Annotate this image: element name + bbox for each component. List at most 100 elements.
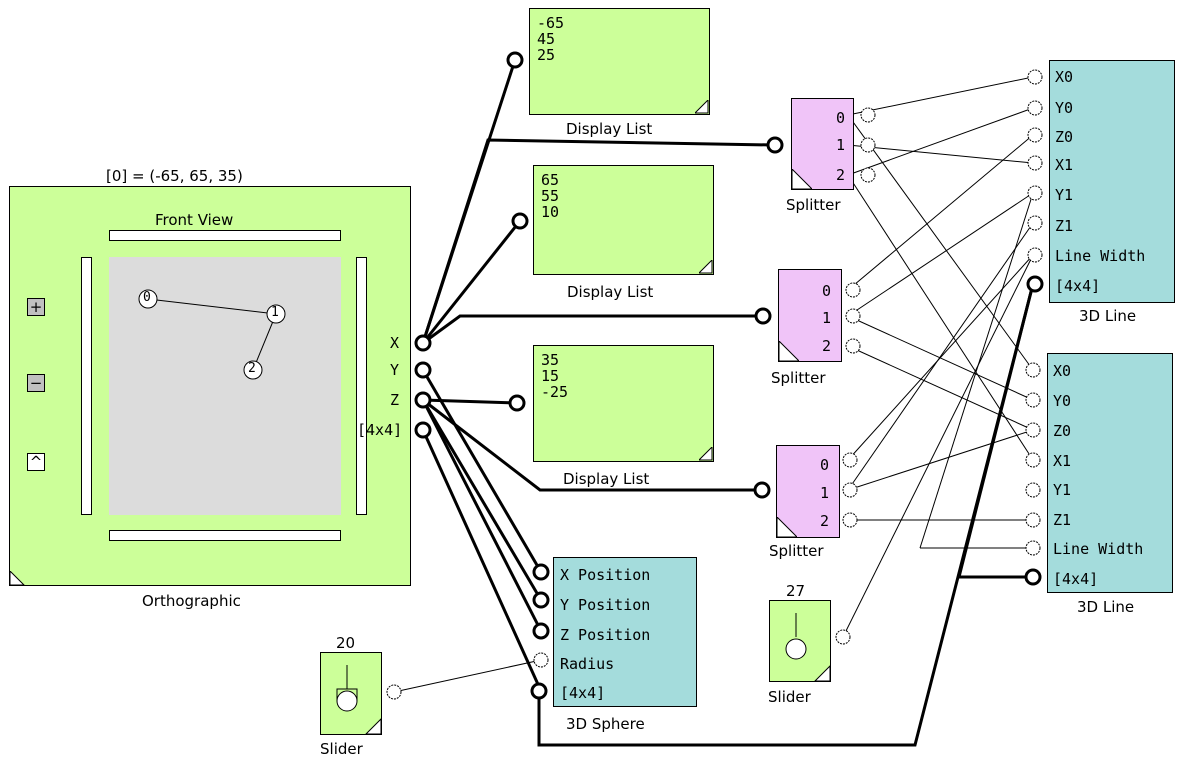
slider-2-value: 27 — [786, 582, 806, 600]
splitter-1-caption: Splitter — [786, 196, 841, 214]
splitter2-out2 — [845, 338, 861, 354]
display-list-2[interactable]: 65 55 10 — [533, 165, 714, 275]
up-button[interactable]: ^ — [27, 453, 45, 471]
left-scrollbar[interactable] — [81, 257, 92, 515]
splitter-1-port-0: 0 — [836, 109, 846, 127]
splitter-1-port-1: 1 — [836, 136, 846, 154]
zoom-in-button[interactable]: + — [27, 298, 45, 316]
splitter-2-port-1: 1 — [822, 309, 832, 327]
sphere-x-position: X Position — [560, 566, 651, 584]
sphere3d[interactable]: X Position Y Position Z Position Radius … — [553, 557, 697, 707]
slider-1[interactable] — [320, 652, 382, 735]
out-y-port — [414, 361, 432, 379]
splitter2-in-port — [754, 307, 772, 325]
slider-1-caption: Slider — [320, 740, 363, 758]
line3d-2-y1: Y1 — [1053, 481, 1072, 499]
ortho-caption: Orthographic — [142, 592, 241, 610]
line3d-2-caption: 3D Line — [1077, 598, 1135, 616]
splitter-3-port-0: 0 — [820, 456, 830, 474]
line3d-1-matrix: [4x4] — [1055, 277, 1101, 295]
list2-in-port — [511, 212, 529, 230]
splitter1-out0 — [860, 107, 876, 123]
splitter-1-port-2: 2 — [836, 166, 846, 184]
sphere-radius: Radius — [560, 655, 615, 673]
splitter-3-corner — [777, 517, 797, 537]
splitter-2[interactable]: 0 1 2 — [778, 269, 842, 362]
display-list-1-caption: Display List — [566, 120, 653, 138]
splitter3-out0 — [842, 452, 858, 468]
splitter2-out1 — [845, 308, 861, 324]
out-x-port — [414, 334, 432, 352]
line3d-2-line-width: Line Width — [1053, 540, 1144, 558]
line3d-1-y0: Y0 — [1055, 99, 1074, 117]
splitter3-out1 — [842, 482, 858, 498]
line3d-1-z1: Z1 — [1055, 217, 1074, 235]
splitter-1-corner — [792, 169, 812, 189]
line3d-2-z1: Z1 — [1053, 511, 1072, 529]
splitter-2-port-2: 2 — [822, 337, 832, 355]
display-list-3-values: 35 15 -25 — [541, 351, 569, 401]
point-graph — [138, 289, 286, 380]
display-list-1[interactable]: -65 45 25 — [529, 8, 710, 115]
line3d-1-line-width: Line Width — [1055, 247, 1146, 265]
point-2-label[interactable]: 2 — [248, 361, 256, 376]
list3-in-port — [508, 394, 526, 412]
splitter-3-caption: Splitter — [769, 542, 824, 560]
splitter1-out2 — [860, 167, 876, 183]
line3d-2-z0: Z0 — [1053, 422, 1072, 440]
slider-2-caption: Slider — [768, 688, 811, 706]
splitter3-in-port — [753, 481, 771, 499]
point-1-label[interactable]: 1 — [271, 305, 279, 320]
orthographic-block[interactable]: Front View 0 1 2 + − ^ — [9, 186, 411, 586]
display-list-1-values: -65 45 25 — [537, 14, 565, 64]
splitter-2-corner — [779, 341, 799, 361]
display-list-3[interactable]: 35 15 -25 — [533, 345, 714, 462]
slider-2-knob-icon[interactable] — [770, 601, 832, 683]
sphere-matrix: [4x4] — [560, 684, 606, 702]
list1-corner — [695, 100, 709, 114]
point-0-label[interactable]: 0 — [143, 290, 151, 305]
sphere3d-caption: 3D Sphere — [566, 715, 645, 733]
right-scrollbar[interactable] — [356, 257, 367, 515]
splitter-3-port-1: 1 — [820, 484, 830, 502]
line3d-2-x1: X1 — [1053, 452, 1072, 470]
splitter1-out1 — [860, 137, 876, 153]
display-list-2-caption: Display List — [567, 283, 654, 301]
slider-2[interactable] — [769, 600, 831, 682]
out-y-label: Y — [390, 361, 400, 379]
splitter-3[interactable]: 0 1 2 — [776, 445, 840, 538]
view-canvas[interactable]: 0 1 2 — [109, 257, 341, 515]
slider-1-knob-icon[interactable] — [321, 653, 383, 736]
splitter-1[interactable]: 0 1 2 — [791, 98, 854, 190]
out-z-label: Z — [390, 391, 400, 409]
out-matrix-port — [414, 421, 432, 439]
view-title: Front View — [155, 211, 234, 229]
list3-corner — [699, 447, 713, 461]
splitter-2-port-0: 0 — [822, 282, 832, 300]
line3d-1-x1: X1 — [1055, 156, 1074, 174]
line3d-2-x0: X0 — [1053, 362, 1072, 380]
out-matrix-label: [4x4] — [357, 421, 403, 439]
ortho-header: [0] = (-65, 65, 35) — [106, 167, 243, 185]
line3d-1[interactable]: X0 Y0 Z0 X1 Y1 Z1 Line Width [4x4] — [1049, 60, 1175, 303]
top-scrollbar[interactable] — [109, 230, 341, 241]
display-list-3-caption: Display List — [563, 470, 650, 488]
splitter-2-caption: Splitter — [771, 369, 826, 387]
zoom-out-button[interactable]: − — [27, 374, 45, 392]
line3d-2-matrix: [4x4] — [1053, 570, 1099, 588]
line3d-2[interactable]: X0 Y0 Z0 X1 Y1 Z1 Line Width [4x4] — [1047, 353, 1173, 593]
splitter1-in-port — [766, 136, 784, 154]
list2-corner — [699, 260, 713, 274]
line3d-1-z0: Z0 — [1055, 128, 1074, 146]
sphere-y-position: Y Position — [560, 596, 651, 614]
line3d-2-y0: Y0 — [1053, 392, 1072, 410]
line3d-1-x0: X0 — [1055, 68, 1074, 86]
bottom-scrollbar[interactable] — [109, 530, 341, 541]
splitter3-out2 — [842, 512, 858, 528]
out-z-port — [414, 391, 432, 409]
slider-1-value: 20 — [336, 634, 356, 652]
out-x-label: X — [390, 334, 400, 352]
line3d-1-caption: 3D Line — [1079, 307, 1137, 325]
